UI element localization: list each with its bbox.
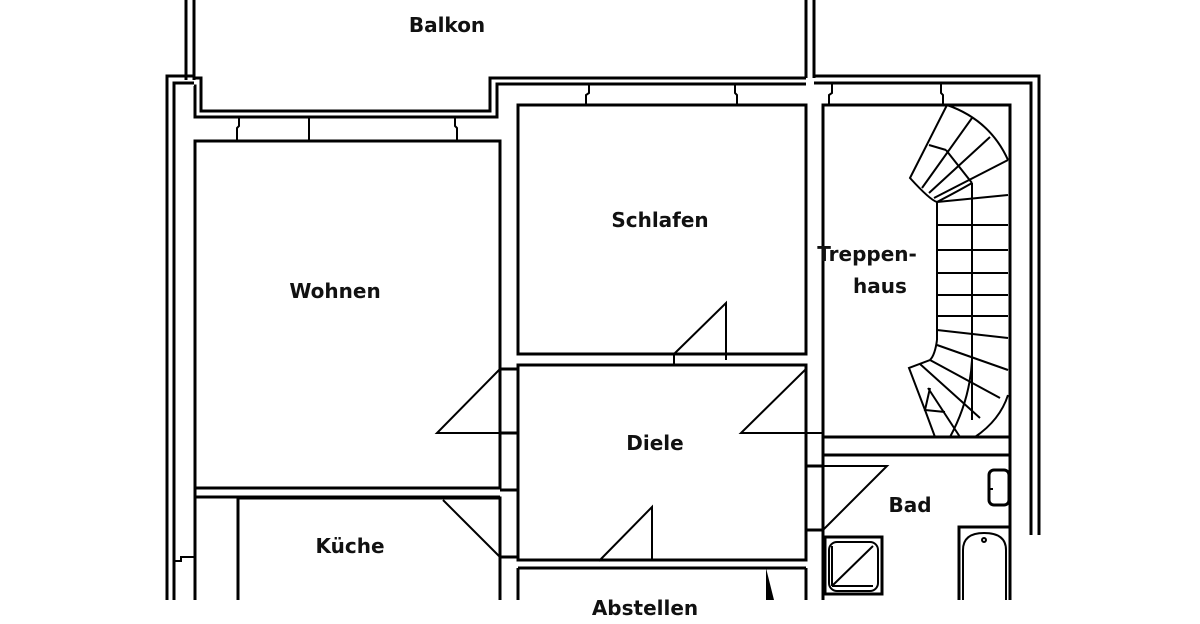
sink-icon	[987, 468, 1011, 507]
label-balkon: Balkon	[408, 13, 486, 37]
room-diele	[434, 363, 823, 570]
label-wohnen: Wohnen	[289, 279, 381, 303]
staircase-icon	[907, 104, 1009, 438]
label-kueche: Küche	[315, 534, 385, 558]
label-abstellen: Abstellen	[591, 596, 699, 620]
room-wohnen	[193, 117, 502, 499]
floor-plan	[165, 0, 1041, 600]
label-treppenhaus-line1: Treppen-	[817, 242, 917, 266]
shower-icon	[823, 535, 884, 596]
label-treppenhaus-line2: haus	[853, 274, 907, 298]
room-kueche	[174, 488, 502, 600]
label-diele: Diele	[626, 431, 684, 455]
room-treppenhaus	[821, 84, 1012, 600]
room-bad	[806, 464, 1012, 600]
balcony-walls	[184, 0, 816, 119]
label-schlafen: Schlafen	[611, 208, 709, 232]
room-abstellen	[516, 568, 808, 600]
bathtub-icon	[957, 525, 1012, 600]
label-bad: Bad	[888, 493, 932, 517]
outer-walls	[165, 74, 1041, 600]
